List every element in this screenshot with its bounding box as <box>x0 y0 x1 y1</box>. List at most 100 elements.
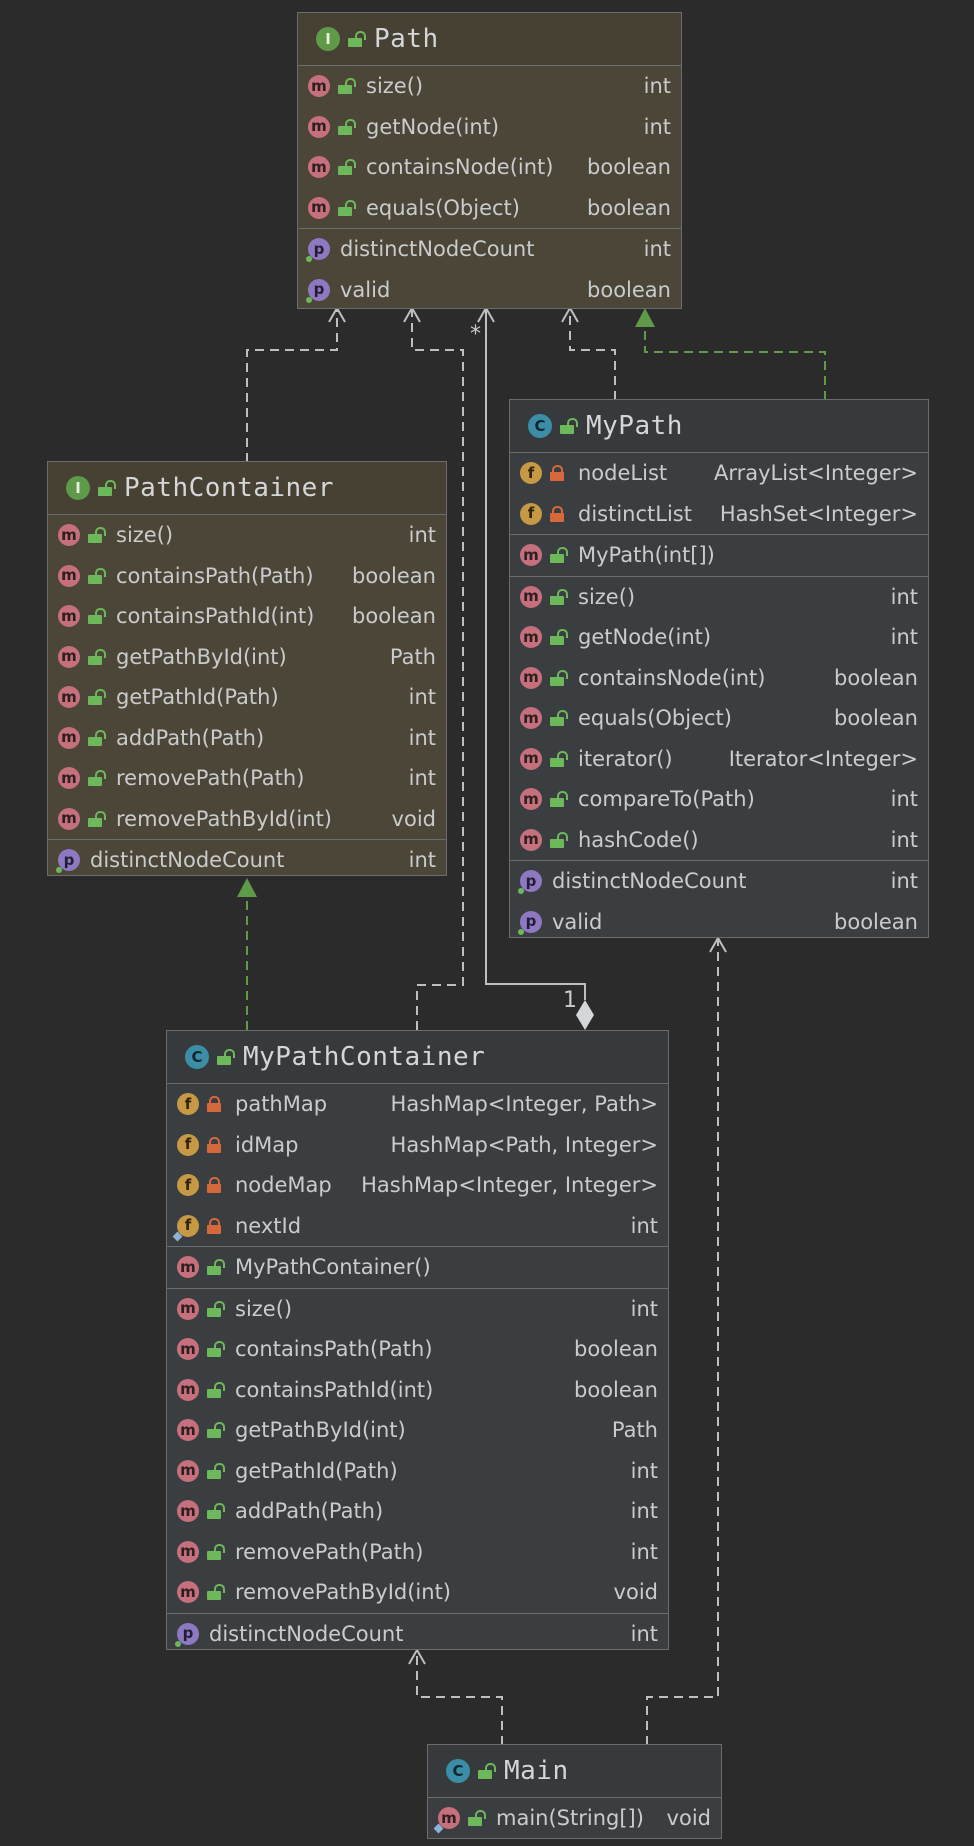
member-type: int <box>408 766 436 791</box>
member-name: nextId <box>235 1213 302 1238</box>
class-icon: C <box>528 414 552 438</box>
class-icon: C <box>185 1045 209 1069</box>
member-type: boolean <box>352 563 436 588</box>
member-name: containsPathId(int) <box>235 1377 434 1402</box>
member-containspath-path[interactable]: m containsPath(Path) boolean <box>167 1329 668 1370</box>
member-type: int <box>890 787 918 812</box>
member-type: int <box>643 114 671 139</box>
public-access-icon <box>338 159 356 176</box>
member-type: HashMap<Path, Integer> <box>390 1132 658 1157</box>
method-icon: m <box>58 564 80 587</box>
member-type: HashMap<Integer, Integer> <box>361 1173 658 1198</box>
member-name: addPath(Path) <box>235 1499 384 1524</box>
public-access-icon <box>88 689 106 706</box>
method-icon: m <box>520 788 542 811</box>
member-name: containsNode(int) <box>366 155 554 180</box>
public-access-icon <box>207 1462 225 1479</box>
member-type: int <box>408 685 436 710</box>
method-icon: m <box>58 605 80 628</box>
realization-triangle <box>635 308 655 327</box>
class-title: PathContainer <box>124 473 334 503</box>
field-icon: f <box>177 1214 199 1237</box>
public-access-icon <box>88 770 106 787</box>
member-name: removePathById(int) <box>116 806 332 831</box>
method-icon: m <box>58 767 80 790</box>
member-type: boolean <box>587 155 671 180</box>
class-title: Path <box>374 24 439 54</box>
method-icon: m <box>520 626 542 649</box>
public-access-icon <box>550 629 568 646</box>
member-name: distinctNodeCount <box>552 869 747 894</box>
member-name: containsPath(Path) <box>235 1337 433 1362</box>
public-access-icon <box>98 480 116 496</box>
member-type: ArrayList<Integer> <box>713 461 918 486</box>
member-name: idMap <box>235 1132 299 1157</box>
member-type: boolean <box>574 1337 658 1362</box>
member-type: boolean <box>834 665 918 690</box>
public-access-icon <box>217 1049 235 1065</box>
property-icon: p <box>175 1622 199 1647</box>
member-type: int <box>890 584 918 609</box>
method-icon: m <box>177 1338 199 1361</box>
member-name: distinctNodeCount <box>90 848 285 873</box>
edge-mypath-realizes-path <box>644 325 826 400</box>
edge-aggregation-path <box>485 310 586 1000</box>
member-name: equals(Object) <box>578 706 732 731</box>
method-icon: m <box>308 196 330 219</box>
